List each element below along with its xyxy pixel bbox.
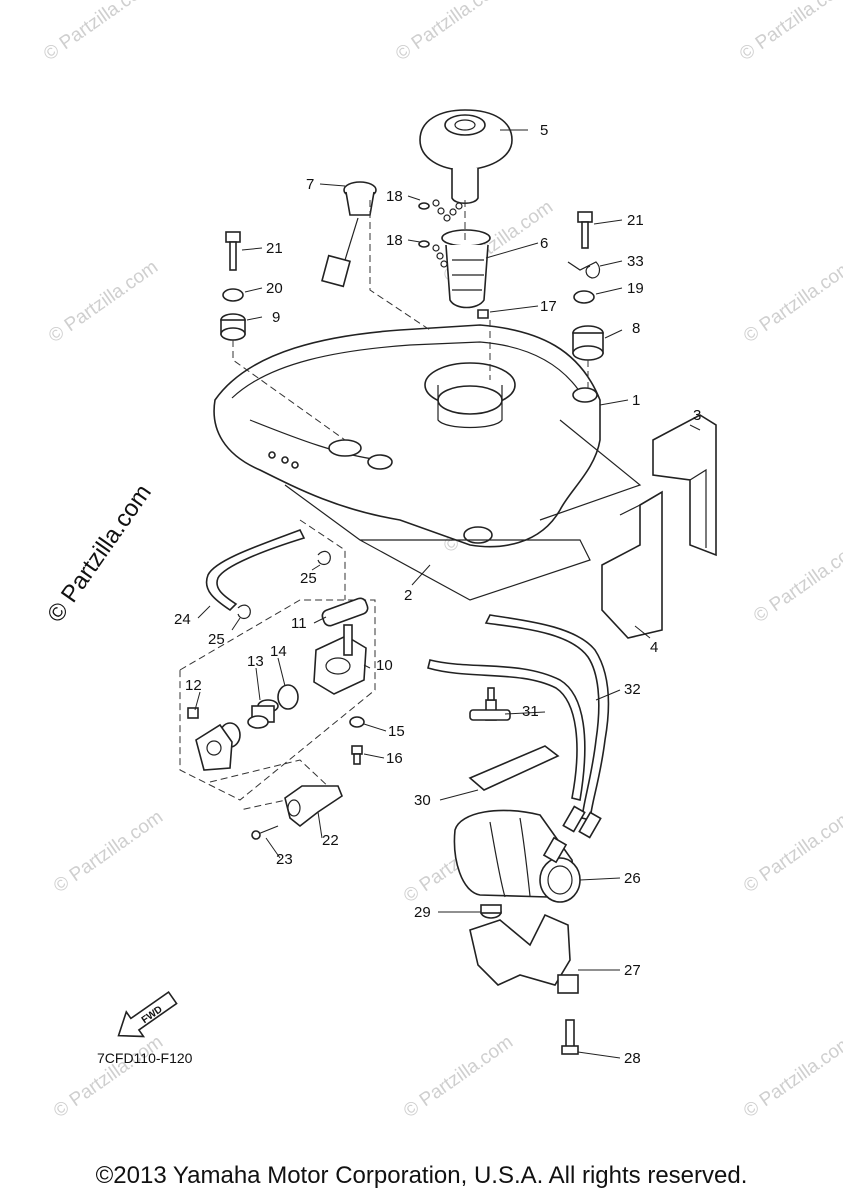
fuel-gauge (321, 181, 377, 288)
callout-17: 17 (540, 298, 557, 315)
callout-12: 12 (185, 677, 202, 694)
copyright-notice: ©2013 Yamaha Motor Corporation, U.S.A. A… (95, 1162, 748, 1189)
joint (469, 687, 511, 721)
callout-24: 24 (174, 611, 191, 628)
figure-code: 7CFD110-F120 (97, 1050, 193, 1066)
callout-4: 4 (650, 639, 658, 656)
leader-lines (194, 129, 701, 1059)
callout-25-lower: 25 (208, 631, 225, 648)
fwd-arrow-icon: FWD (117, 990, 178, 1038)
callout-19: 19 (627, 280, 644, 297)
callout-1: 1 (632, 392, 640, 409)
callout-23: 23 (276, 851, 293, 868)
callout-22: 22 (322, 832, 339, 849)
callout-31: 31 (522, 703, 539, 720)
callout-7: 7 (306, 176, 314, 193)
callout-11: 11 (291, 615, 307, 632)
fuel-cock-10 (313, 624, 367, 695)
callout-5: 5 (540, 122, 548, 139)
callout-21-left: 21 (266, 240, 283, 257)
callout-10: 10 (376, 657, 393, 674)
callout-20: 20 (266, 280, 283, 297)
fuel-tank (213, 324, 601, 548)
washer-15 (349, 716, 365, 728)
damper-17 (477, 309, 489, 319)
callout-32: 32 (624, 681, 641, 698)
callout-9: 9 (272, 309, 280, 326)
callout-27: 27 (624, 962, 641, 979)
callout-21-right: 21 (627, 212, 644, 229)
callout-3: 3 (693, 407, 701, 424)
gasket-11 (321, 597, 369, 627)
callout-labels: 1 2 3 4 5 6 7 8 9 10 11 12 13 14 15 16 1… (174, 122, 701, 1067)
lever-13 (247, 699, 279, 729)
fuel-strainer (441, 229, 491, 309)
plate-12 (187, 707, 233, 771)
nut-29 (480, 904, 502, 919)
callout-6: 6 (540, 235, 548, 252)
hose-clamp-25-lower (237, 604, 251, 620)
fuel-hose-24 (205, 528, 306, 612)
screw-23 (251, 825, 279, 840)
fuel-pump-26 (453, 805, 602, 903)
collar-20 (222, 288, 244, 302)
cap-chain (418, 199, 463, 268)
callout-26: 26 (624, 870, 641, 887)
callout-13: 13 (247, 653, 264, 670)
callout-30: 30 (414, 792, 431, 809)
plate-2 (284, 484, 591, 601)
bracket-27 (469, 913, 579, 994)
hose-clamp-25-upper (317, 550, 331, 566)
collar-19 (573, 290, 595, 304)
callout-14: 14 (270, 643, 287, 660)
grommet-9 (220, 313, 246, 341)
pad-4 (601, 490, 663, 639)
fuel-cap (419, 109, 513, 205)
callout-18-upper: 18 (386, 188, 403, 205)
knob-22 (284, 785, 343, 828)
hose-31 (427, 659, 586, 801)
callout-33: 33 (627, 253, 644, 270)
grommet-8 (572, 325, 604, 361)
screw-16 (351, 745, 363, 765)
callout-15: 15 (388, 723, 405, 740)
clip-33 (567, 261, 601, 279)
callout-16: 16 (386, 750, 403, 767)
callout-18-lower: 18 (386, 232, 403, 249)
pad-3 (652, 414, 717, 557)
bolt-21-left (225, 231, 241, 271)
o-ring-14 (277, 684, 299, 710)
callout-8: 8 (632, 320, 640, 337)
callout-29: 29 (414, 904, 431, 921)
bolt-21-right (577, 211, 593, 249)
callout-25-upper: 25 (300, 570, 317, 587)
callout-28: 28 (624, 1050, 641, 1067)
band-30 (468, 745, 560, 791)
bolt-28 (561, 1019, 579, 1055)
callout-2: 2 (404, 587, 412, 604)
